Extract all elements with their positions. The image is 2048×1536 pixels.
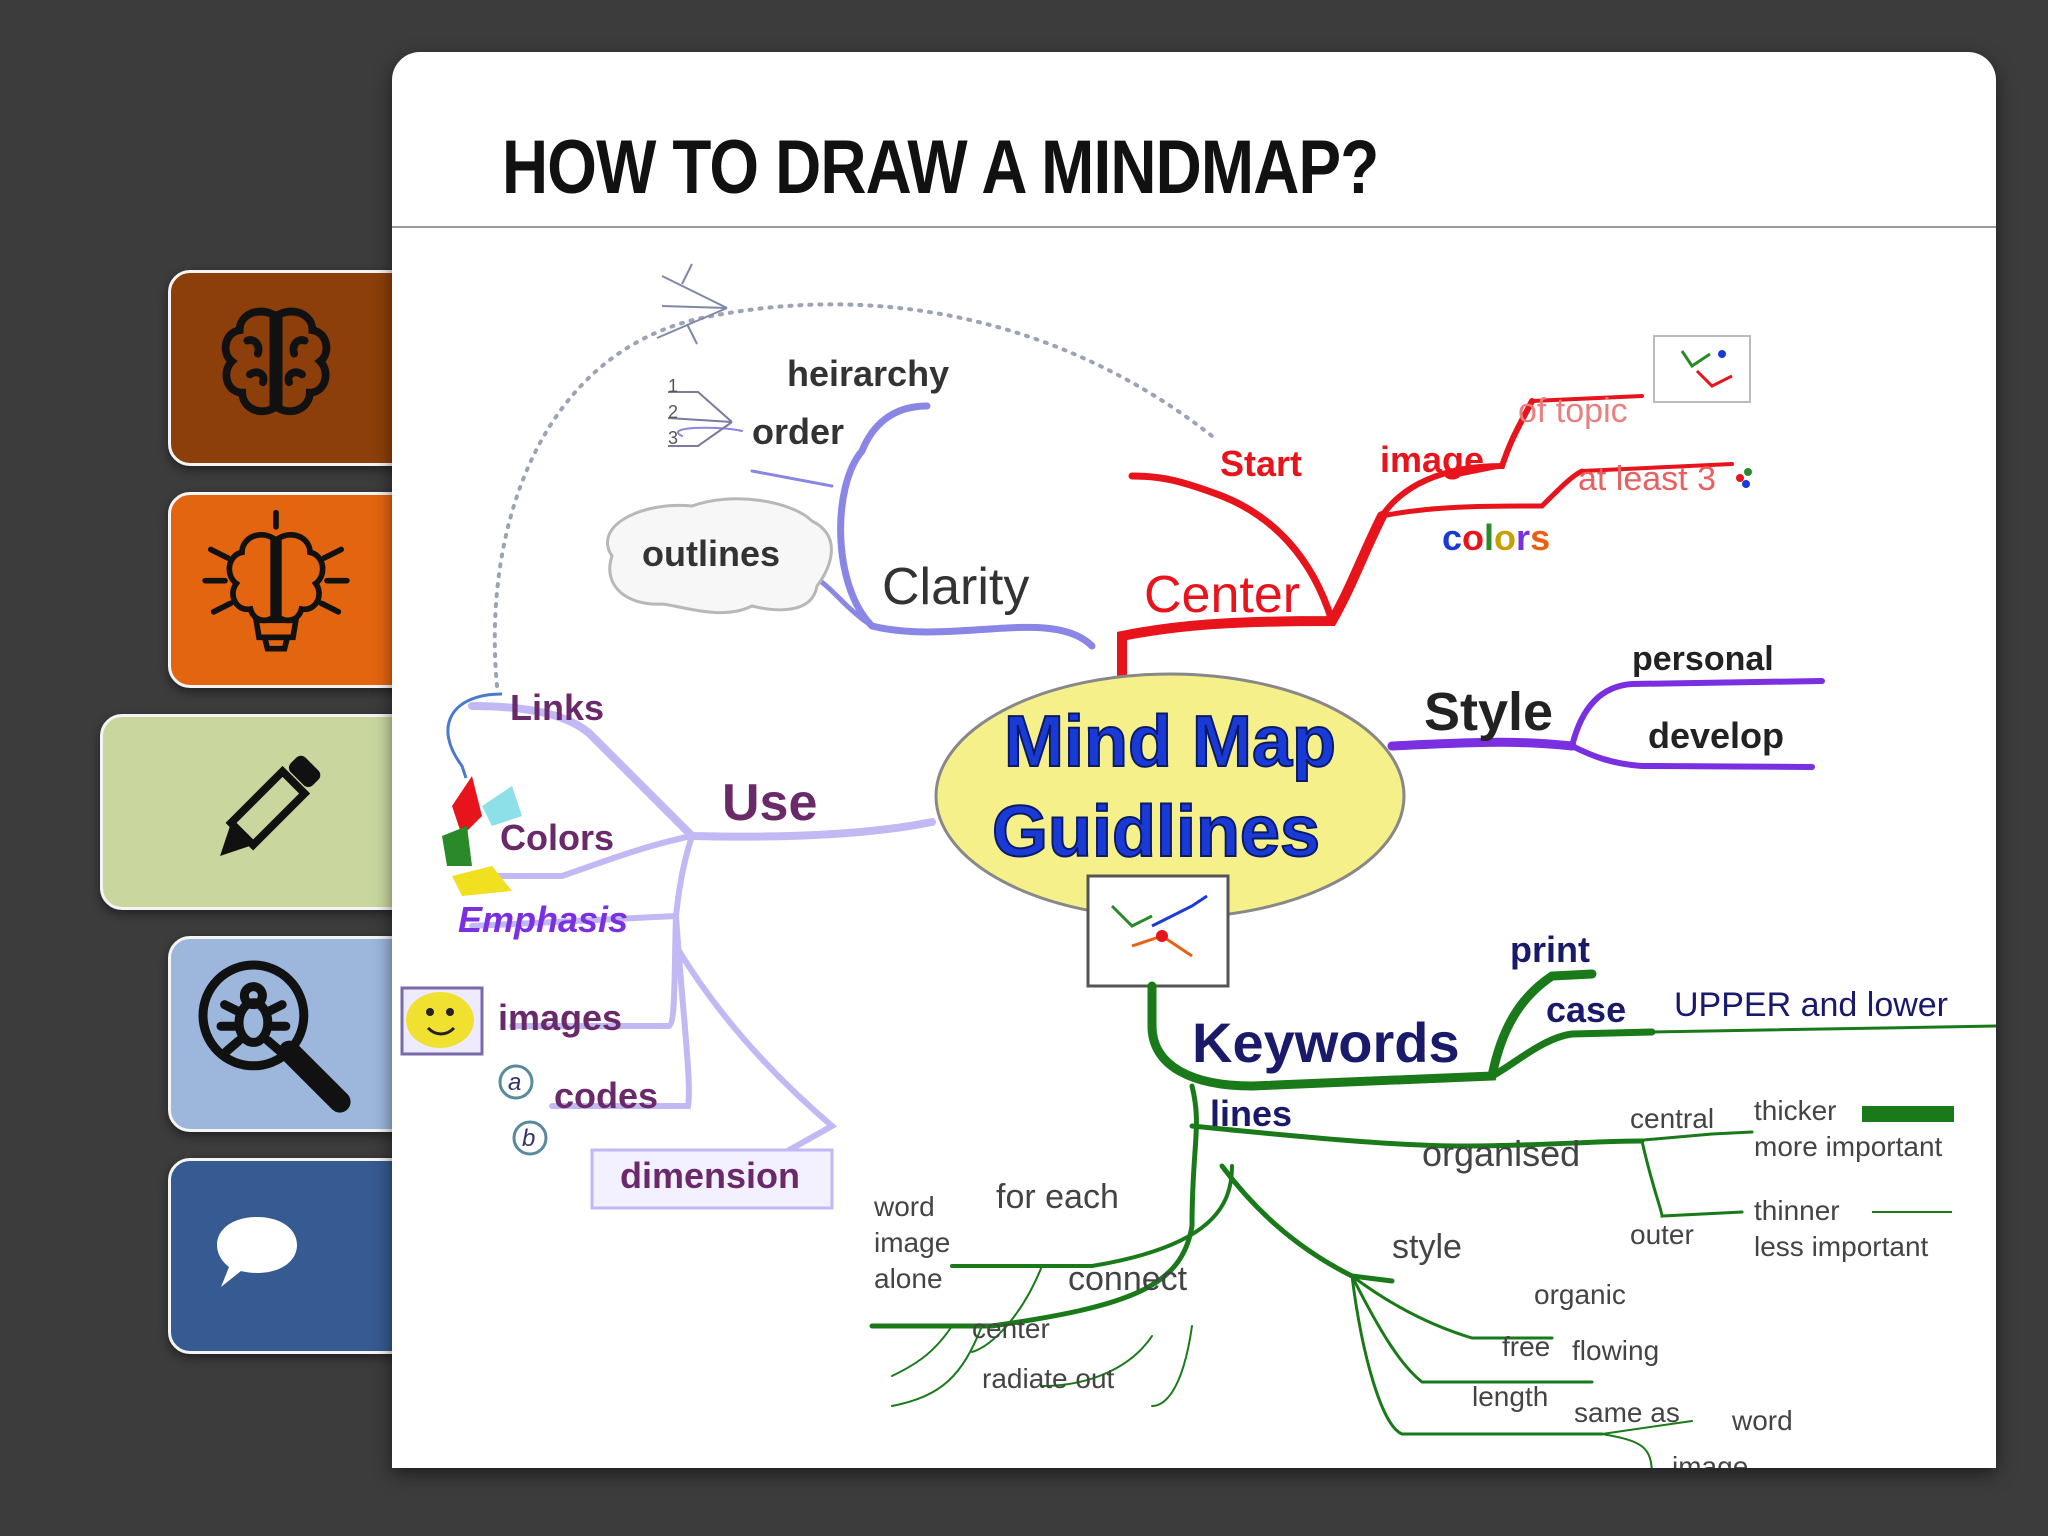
hierarchy-sketch: [656, 263, 728, 345]
slide-title: HOW TO DRAW A MINDMAP?: [502, 125, 1379, 210]
flowing-label: flowing: [1572, 1335, 1659, 1366]
slide: HOW TO DRAW A MINDMAP? 1 2 3 Clarity hei…: [392, 52, 1996, 1468]
emphasis-label: Emphasis: [458, 899, 628, 940]
bug-magnifier-icon: [198, 960, 351, 1113]
code-b: b: [522, 1125, 535, 1152]
of-topic-label: of topic: [1518, 392, 1628, 430]
codes-label: codes: [554, 1075, 658, 1116]
images-label: images: [498, 997, 622, 1038]
central-image-marks: [1110, 894, 1208, 958]
outlines-label: outlines: [642, 533, 780, 574]
organic-label: organic: [1534, 1279, 1626, 1310]
alone-label: alone: [874, 1263, 943, 1294]
speech-bubble-icon: [217, 1217, 297, 1287]
num-3: 3: [668, 428, 678, 448]
thicker-bar: [1862, 1106, 1954, 1122]
free-label: free: [1502, 1331, 1550, 1362]
clarity-label: Clarity: [882, 558, 1029, 616]
title-bar: HOW TO DRAW A MINDMAP?: [392, 52, 1996, 228]
central-line-2: Guidlines: [992, 792, 1320, 872]
order-label: order: [752, 411, 844, 452]
heirarchy-label: heirarchy: [787, 353, 949, 394]
link-arc: [492, 302, 1214, 688]
length-label: length: [1472, 1381, 1548, 1412]
central-image: [1086, 874, 1230, 988]
same-as-label: same as: [1574, 1397, 1680, 1428]
dimension-box: [590, 1148, 834, 1210]
style-label: Style: [1424, 682, 1553, 742]
thinner-label: thinner: [1754, 1195, 1840, 1226]
smiley-icon: [400, 986, 484, 1056]
keywords-branch: [869, 969, 1996, 1468]
lines-label: lines: [1210, 1093, 1292, 1134]
central-line-1: Mind Map: [1004, 702, 1336, 782]
topic-thumbnail-marks: [1680, 350, 1733, 388]
develop-label: develop: [1648, 715, 1784, 756]
style-branch: [1387, 678, 1825, 770]
order-bracket: [667, 391, 733, 447]
word2-label: word: [873, 1191, 935, 1222]
idea-tab[interactable]: [168, 492, 414, 688]
use-label: Use: [722, 774, 817, 832]
links-label: Links: [510, 687, 604, 728]
chat-tab[interactable]: [168, 1158, 414, 1354]
brain-icon: [221, 307, 331, 416]
for-each-label: for each: [996, 1178, 1119, 1216]
links-arrow: [446, 692, 503, 779]
topic-thumbnail: [1653, 335, 1751, 403]
num-2: 2: [668, 402, 678, 422]
use-branch: [468, 702, 936, 1174]
code-a-circle: [498, 1064, 534, 1100]
personal-label: personal: [1632, 640, 1774, 678]
num-1: 1: [668, 376, 678, 396]
more-important-label: more important: [1754, 1131, 1943, 1162]
at-least-label: at least 3: [1578, 460, 1716, 498]
organised-label: organised: [1422, 1133, 1580, 1174]
outlines-cloud: [606, 497, 833, 615]
central-label: central: [1630, 1103, 1714, 1134]
thicker-label: thicker: [1754, 1095, 1836, 1126]
image-lines-label: image: [1672, 1451, 1748, 1468]
image-label: image: [1380, 439, 1484, 480]
center-branch-label: Center: [1144, 566, 1300, 624]
start-label: Start: [1220, 443, 1302, 484]
center-lines-label: center: [972, 1313, 1050, 1344]
code-b-circle: [512, 1120, 548, 1156]
keywords-label: Keywords: [1192, 1011, 1460, 1074]
upper-lower-label: UPPER and lower: [1674, 986, 1948, 1024]
brain-tab[interactable]: [168, 270, 414, 466]
image2-label: image: [874, 1227, 950, 1258]
colors-splash: [442, 776, 522, 896]
code-a: a: [508, 1069, 521, 1096]
case-label: case: [1546, 989, 1626, 1030]
colors-use-label: Colors: [500, 817, 614, 858]
style-lines-label: style: [1392, 1228, 1462, 1266]
color-dots: [1736, 468, 1752, 488]
debug-tab[interactable]: [168, 936, 414, 1132]
dimension-label: dimension: [620, 1155, 800, 1196]
pencil-icon: [220, 755, 321, 856]
print-label: print: [1510, 929, 1590, 970]
less-important-label: less important: [1754, 1231, 1929, 1262]
center-branch: [1117, 394, 1734, 681]
mindmap-diagram: 1 2 3 Clarity heirarchy order outlines C…: [400, 263, 1996, 1468]
connect-label: connect: [1068, 1260, 1188, 1298]
colors-label: colors: [1442, 517, 1550, 558]
radiate-out-label: radiate out: [982, 1363, 1115, 1394]
lightbulb-brain-icon: [202, 509, 350, 652]
word-label: word: [1731, 1405, 1793, 1436]
outer-label: outer: [1630, 1219, 1694, 1250]
edit-tab[interactable]: [100, 714, 414, 910]
